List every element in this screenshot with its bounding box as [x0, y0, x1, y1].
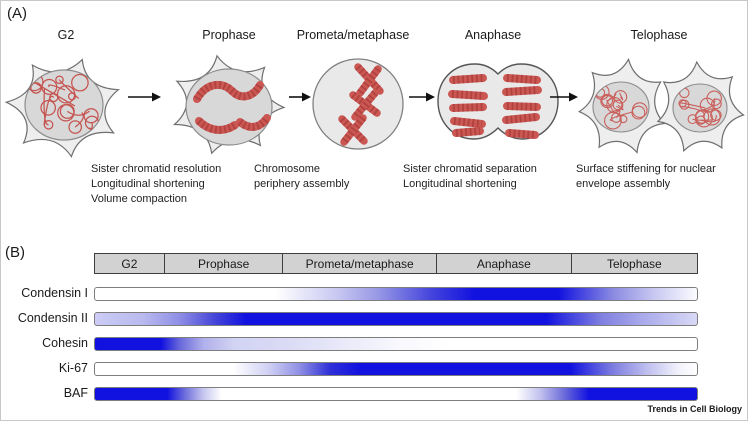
phase-cell-prophase: Prophase — [165, 254, 284, 273]
prophase-cell — [172, 54, 286, 155]
stage-label-telophase: Telophase — [630, 28, 688, 42]
panel-b-label: (B) — [5, 244, 25, 261]
stage-label-anaphase: Anaphase — [464, 28, 522, 42]
gradient-bar-baf — [94, 387, 698, 401]
annotation-telophase: Surface stiffening for nuclear envelope … — [576, 163, 716, 190]
annotation-prometa: Chromosome periphery assembly — [254, 163, 350, 190]
g2-cell — [4, 58, 121, 158]
row-label-cohesin: Cohesin — [42, 336, 88, 350]
row-label-baf: BAF — [63, 386, 88, 400]
prometaphase-cell — [312, 58, 404, 150]
row-label-condensin1: Condensin I — [21, 286, 88, 300]
phase-cell-prometa: Prometa/metaphase — [283, 254, 437, 273]
anaphase-cell — [437, 63, 559, 140]
panel-a-label: (A) — [7, 5, 27, 22]
phase-header: G2 Prophase Prometa/metaphase Anaphase T… — [94, 253, 698, 274]
annotation-anaphase: Sister chromatid separation Longitudinal… — [403, 163, 537, 190]
phase-cell-telophase: Telophase — [607, 256, 662, 271]
telophase-cells — [577, 57, 745, 154]
gradient-bar-cohesin — [94, 337, 698, 351]
row-label-condensin2: Condensin II — [17, 311, 88, 325]
gradient-bar-condensin1 — [94, 287, 698, 301]
annotation-g2-prophase: Sister chromatid resolution Longitudinal… — [91, 163, 222, 205]
stage-label-prometa: Prometa/metaphase — [296, 28, 410, 42]
phase-cell-g2: G2 — [95, 254, 165, 273]
row-label-ki67: Ki-67 — [58, 361, 88, 375]
stage-label-g2: G2 — [57, 28, 75, 42]
phase-cell-anaphase: Anaphase — [437, 254, 572, 273]
journal-signature: Trends in Cell Biology — [647, 404, 742, 414]
gradient-bar-ki67 — [94, 362, 698, 376]
stage-label-prophase: Prophase — [202, 28, 256, 42]
panel-a-illustration — [1, 1, 747, 241]
gradient-bar-condensin2 — [94, 312, 698, 326]
